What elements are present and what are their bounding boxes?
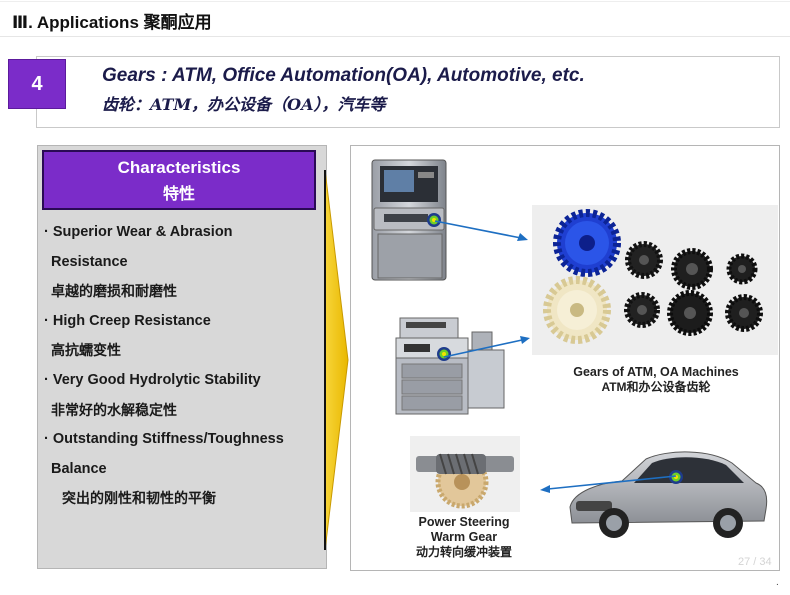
section-number-badge: 4 [8,59,66,109]
list-item: Balance [51,460,107,477]
list-item: Resistance [51,253,128,270]
section-title: Ⅲ. Applications 聚酮应用 [12,13,212,32]
header-box [36,56,780,128]
top-border-line [0,1,790,2]
title-divider [0,36,790,37]
list-item: 高抗蠕变性 [51,342,121,359]
header-title-en: Gears : ATM, Office Automation(OA), Auto… [102,65,585,86]
gears-caption-en: Gears of ATM, OA Machines [573,365,739,379]
list-item: · Superior Wear & Abrasion [44,224,233,240]
gears-caption: Gears of ATM, OA Machines ATM和办公设备齿轮 [556,365,756,395]
list-item: · High Creep Resistance [44,312,211,329]
characteristics-title-en: Characteristics [117,158,241,177]
pointer-arrow-icon [434,220,528,241]
steering-caption-cn: 动力转向缓冲装置 [415,545,512,559]
plastic-gears-image [532,205,778,355]
steering-caption: Power Steering Warm Gear 动力转向缓冲装置 [404,515,524,560]
list-item: 非常好的水解稳定性 [51,401,177,418]
transition-arrow-icon [324,170,349,550]
list-item: 卓越的磨损和耐磨性 [51,283,177,300]
gears-caption-cn: ATM和办公设备齿轮 [601,380,711,394]
page-number: 27 / 34 [738,556,772,568]
list-item: · Outstanding Stiffness/Toughness [44,431,284,448]
list-item: · Very Good Hydrolytic Stability [44,371,261,388]
worm-gear-image [410,436,520,512]
list-item: 突出的刚性和韧性的平衡 [62,490,216,507]
office-copier-image [395,317,505,415]
characteristics-list: · Superior Wear & Abrasion Resistance 卓越… [40,218,330,514]
steering-caption-en-2: Warm Gear [430,530,498,544]
pointer-arrow-icon [443,336,530,358]
characteristics-header: Characteristics 特性 [42,150,316,210]
characteristics-panel [37,145,327,569]
sedan-car-image [569,451,768,538]
pointer-arrow-icon [540,475,677,493]
header-title-cn: 齿轮：ATM，办公设备（OA），汽车等 [102,95,386,114]
footer-dot: . [776,577,779,588]
characteristics-title-cn: 特性 [162,186,195,203]
steering-caption-en-1: Power Steering [418,515,510,529]
atm-machine-image [371,159,447,281]
